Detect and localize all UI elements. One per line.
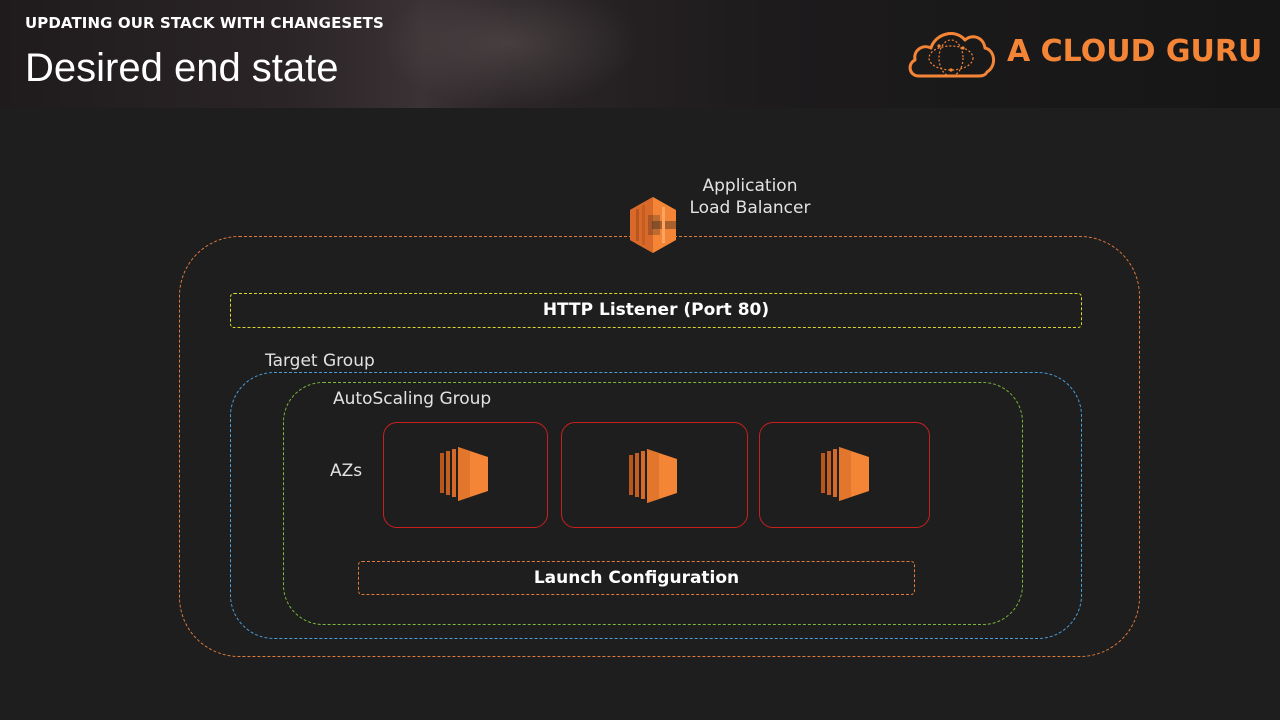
launch-configuration-label: Launch Configuration xyxy=(533,568,740,588)
autoscaling-group-boundary xyxy=(283,382,1023,625)
ec2-instance-icon xyxy=(629,449,677,503)
load-balancer-label-line2: Load Balancer xyxy=(689,198,811,218)
header-background-photo xyxy=(380,0,640,108)
ec2-instance-icon xyxy=(440,447,488,501)
availability-zone-box xyxy=(561,422,748,528)
elastic-load-balancing-icon xyxy=(630,197,676,253)
target-group-boundary xyxy=(230,372,1082,639)
load-balancer-label: Application Load Balancer xyxy=(660,175,840,219)
section-label: UPDATING OUR STACK WITH CHANGESETS xyxy=(25,14,384,32)
azs-label: AZs xyxy=(330,461,363,481)
logo-text: A CLOUD GURU xyxy=(1007,34,1263,69)
load-balancer-label-line1: Application xyxy=(702,176,798,196)
listener-box: HTTP Listener (Port 80) xyxy=(230,293,1082,328)
target-group-label: Target Group xyxy=(265,351,375,371)
ec2-instance-icon xyxy=(821,447,869,501)
availability-zone-box xyxy=(383,422,548,528)
brand-logo: A CLOUD GURU xyxy=(905,26,1262,82)
header-banner: UPDATING OUR STACK WITH CHANGESETS Desir… xyxy=(0,0,1280,108)
listener-label: HTTP Listener (Port 80) xyxy=(542,300,770,320)
autoscaling-group-label: AutoScaling Group xyxy=(333,389,492,409)
slide-title: Desired end state xyxy=(25,46,339,90)
cloud-icon xyxy=(908,32,995,78)
launch-configuration-box: Launch Configuration xyxy=(358,561,915,595)
availability-zone-box xyxy=(759,422,930,528)
